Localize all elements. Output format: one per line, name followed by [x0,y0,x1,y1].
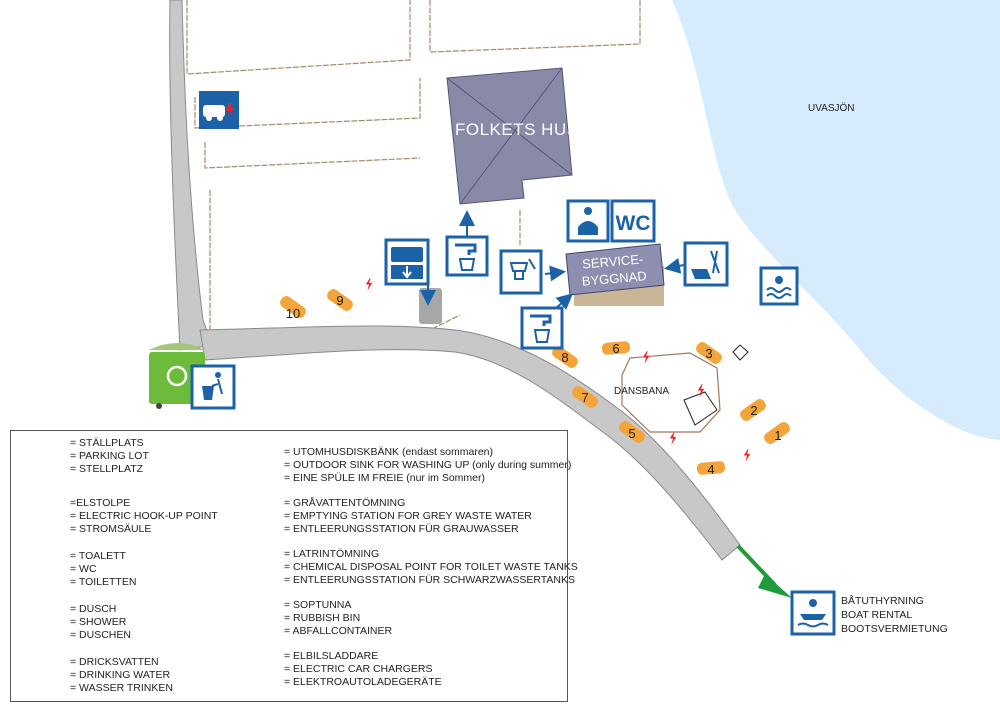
service-building [565,243,665,306]
legend-line: = ELECTRIC HOOK-UP POINT [70,510,218,522]
legend-line: = STELLPLATZ [70,463,144,475]
grey-water-station-slab [419,288,442,324]
legend-sink-text: = UTOMHUSDISKBÄNK (endast sommaren) = OU… [284,446,571,485]
legend-shower-text: = DUSCH = SHOWER = DUSCHEN [70,603,131,642]
service-building-label: SERVICE- BYGGNAD [566,247,661,295]
legend-line: = WASSER TRINKEN [70,682,173,694]
parking-number: 9 [336,293,344,308]
rubbish-bin-icon [190,364,236,410]
boat-direction-arrow [736,544,792,598]
boat-rental-line: BOAT RENTAL [841,609,913,621]
parking-lot [696,461,726,475]
parking-lot [619,421,645,443]
legend-line: = GRÅVATTENTÖMNING [284,497,406,509]
parking-number: 7 [581,390,589,405]
legend-line: = ELBILSLADDARE [284,650,379,662]
folkets-hus-building [446,67,573,205]
legend-electric-text: =ELSTOLPE = ELECTRIC HOOK-UP POINT = STR… [70,497,218,536]
legend-line: = DRINKING WATER [70,669,171,681]
legend-line: =ELSTOLPE [70,497,131,509]
parking-lots [280,289,790,475]
legend-line: = ENTLEERUNGSSTATION FÜR SCHWARZWASSERTA… [284,574,576,586]
parking-lot [601,341,631,355]
shower-icon [566,199,610,243]
boat-rental-line: BÅTUTHYRNING [841,595,924,607]
legend-line: = STÄLLPLATS [70,437,144,449]
roads [169,0,741,561]
parking-lot [764,422,790,444]
boat-rental-line: BOOTSVERMIETUNG [841,623,948,635]
electric-car-charger-icon [199,91,239,129]
wc-icon: WC [610,199,656,243]
legend-line: = ENTLEERUNGSSTATION FÜR GRAUWASSER [284,523,519,535]
legend-charger-text: = ELBILSLADDARE = ELECTRIC CAR CHARGERS … [284,650,442,689]
map-legend [10,430,568,702]
electric-hookup-icon [743,449,751,462]
legend-line: = ABFALLCONTAINER [284,625,393,637]
parking-lot [327,289,353,311]
parking-lot [280,296,306,318]
parking-lot [740,399,766,421]
parking-number: 10 [285,306,301,321]
legend-line: = EMPTYING STATION FOR GREY WASTE WATER [284,510,532,522]
legend-line: = DUSCH [70,603,117,615]
electric-hookup-icon [365,278,373,291]
folkets-hus-label: FOLKETS HUS [455,120,579,139]
legend-line: = RUBBISH BIN [284,612,361,624]
legend-chemical-text: = LATRINTÖMNING = CHEMICAL DISPOSAL POIN… [284,548,578,587]
parking-lot [552,346,578,368]
legend-line: = LATRINTÖMNING [284,548,380,560]
parking-number: 8 [561,350,569,365]
dance-floor-area [621,344,749,433]
dance-floor-label: DANSBANA [614,386,670,397]
swimming-icon [759,266,799,306]
outdoor-sink-icon [683,241,729,287]
boat-rental-label: BÅTUTHYRNING BOAT RENTAL BOOTSVERMIETUNG [841,594,948,636]
parking-number: 3 [705,346,713,361]
legend-parking-text: = STÄLLPLATS = PARKING LOT = STELLPLATZ [70,437,149,476]
legend-wc-labels: = TOALETT = WC = TOILETTEN [70,550,136,589]
legend-line: = TOILETTEN [70,576,137,588]
legend-line: = EINE SPÜLE IM FREIE (nur im Sommer) [284,472,485,484]
parking-number: 5 [628,426,636,441]
legend-bin-text: = SOPTUNNA = RUBBISH BIN = ABFALLCONTAIN… [284,599,392,638]
legend-line: = DUSCHEN [70,629,131,641]
chemical-disposal-icon [499,249,543,295]
electric-hookup-icon [669,432,677,445]
parking-number: 2 [750,403,758,418]
legend-water-text: = DRICKSVATTEN = DRINKING WATER = WASSER… [70,656,173,695]
boat-rental-icon [790,590,836,636]
legend-line: = SHOWER [70,616,127,628]
legend-greywater-text: = GRÅVATTENTÖMNING = EMPTYING STATION FO… [284,497,532,536]
legend-line: = DRICKSVATTEN [70,656,159,668]
lake-label: UVASJÖN [808,103,855,114]
parking-number: 4 [707,462,715,477]
parking-number: 6 [612,341,620,356]
legend-line: = PARKING LOT [70,450,149,462]
legend-line: = ELECTRIC CAR CHARGERS [284,663,433,675]
legend-line: = UTOMHUSDISKBÄNK (endast sommaren) [284,446,493,458]
legend-line: = TOALETT [70,550,126,562]
grey-water-emptying-icon [384,238,430,286]
drinking-water-icon [520,306,564,350]
legend-line: = ELEKTROAUTOLADEGERÄTE [284,676,442,688]
parking-number: 1 [774,428,782,443]
parking-lot [696,342,722,364]
drinking-water-icon [445,235,489,277]
wc-icon-text: WC [616,212,651,235]
legend-line: = WC [70,563,97,575]
parking-lot [572,386,598,408]
legend-line: = STROMSÄULE [70,523,152,535]
lake-uvasjon [672,0,1000,440]
legend-line: = SOPTUNNA [284,599,352,611]
electric-hookup-icon [642,351,650,364]
legend-line: = CHEMICAL DISPOSAL POINT FOR TOILET WAS… [284,561,578,573]
legend-line: = OUTDOOR SINK FOR WASHING UP (only duri… [284,459,572,471]
